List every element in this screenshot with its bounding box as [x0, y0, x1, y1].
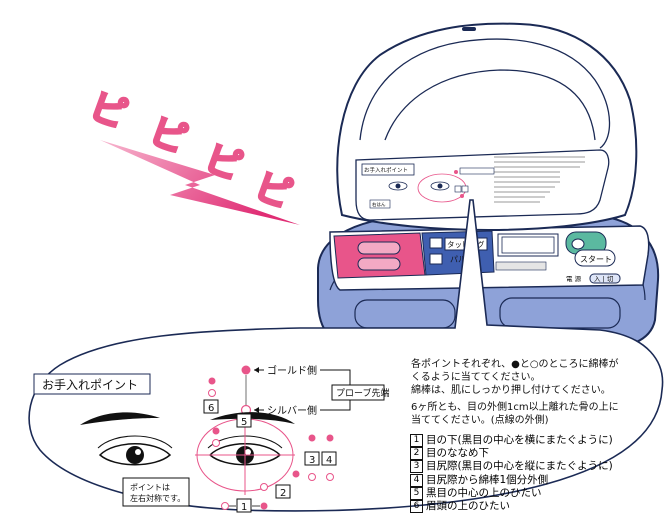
- callout-bubble: [28, 199, 664, 512]
- sound-effect: ピ ピ ピ ピ: [83, 85, 300, 225]
- point-text: 眉頭の上のひたい: [426, 500, 510, 512]
- point-text: 目尻際(黒目の中心を縦にまたぐように): [426, 460, 613, 472]
- instruction-3: 綿棒は、肌にしっかり押し付けてください。: [411, 383, 611, 396]
- start-label: スタート: [580, 255, 612, 264]
- symmetric-note-2: 左右対称です。: [130, 493, 185, 503]
- point-text: 目の下(黒目の中心を横にまたぐように): [426, 434, 613, 446]
- pulse-label: パルス: [450, 255, 474, 264]
- instructions: 各ポイントそれぞれ、●と○のところに綿棒が くるように当ててください。 綿棒は、…: [411, 357, 619, 426]
- marker-1: 1: [241, 502, 247, 513]
- point-number: 3: [410, 459, 423, 473]
- lightning-bolt: [100, 140, 300, 225]
- point-text: 目のななめ下: [426, 447, 489, 459]
- marker-5: 5: [241, 417, 247, 428]
- instruction-5: 当ててください。(点線の外側): [411, 413, 549, 426]
- lid-panel-title: お手入れポイント: [364, 166, 408, 174]
- gold-side-label: ゴールド側: [267, 364, 317, 377]
- point-text: 黒目の中心の上のひたい: [426, 487, 542, 499]
- point-number: 2: [410, 446, 423, 460]
- symmetric-note-1: ポイントは: [130, 483, 170, 492]
- point-number: 6: [410, 499, 423, 513]
- point-number: 1: [410, 433, 423, 447]
- sound-char-3: ピ: [199, 138, 247, 189]
- instruction-4: 6ヶ所とも、目の外側1cm以上離れた骨の上に: [411, 400, 619, 413]
- marker-3: 3: [309, 455, 315, 466]
- probe-tip-label: プローブ先端: [336, 387, 389, 399]
- lid-panel-small: 右はん: [372, 201, 386, 208]
- silver-side-label: シルバー側: [267, 404, 317, 417]
- device: タッピング パルス スタート 電 源 入 | 切: [317, 214, 660, 351]
- power-label: 電 源: [566, 274, 582, 283]
- device-lid: お手入れポイント 右はん: [336, 22, 638, 231]
- marker-6: 6: [208, 403, 214, 414]
- callout-title: お手入れポイント: [42, 378, 138, 392]
- instruction-2: くるように当ててください。: [411, 370, 541, 383]
- callout-diagram: お手入れポイント ゴールド側 シルバー側 プローブ先端: [33, 364, 389, 513]
- point-text: 目尻際から綿棒1個分外側: [426, 474, 549, 486]
- sound-char-4: ピ: [249, 166, 297, 217]
- marker-4: 4: [326, 455, 332, 466]
- start-button: [574, 249, 616, 267]
- instruction-1: 各ポイントそれぞれ、●と○のところに綿棒が: [411, 357, 619, 370]
- power-state: 入 | 切: [594, 275, 614, 283]
- point-number: 5: [410, 486, 423, 500]
- sound-char-1: ピ: [84, 86, 132, 137]
- point-number: 4: [410, 473, 423, 487]
- marker-2: 2: [280, 488, 286, 499]
- sound-char-2: ピ: [144, 111, 192, 162]
